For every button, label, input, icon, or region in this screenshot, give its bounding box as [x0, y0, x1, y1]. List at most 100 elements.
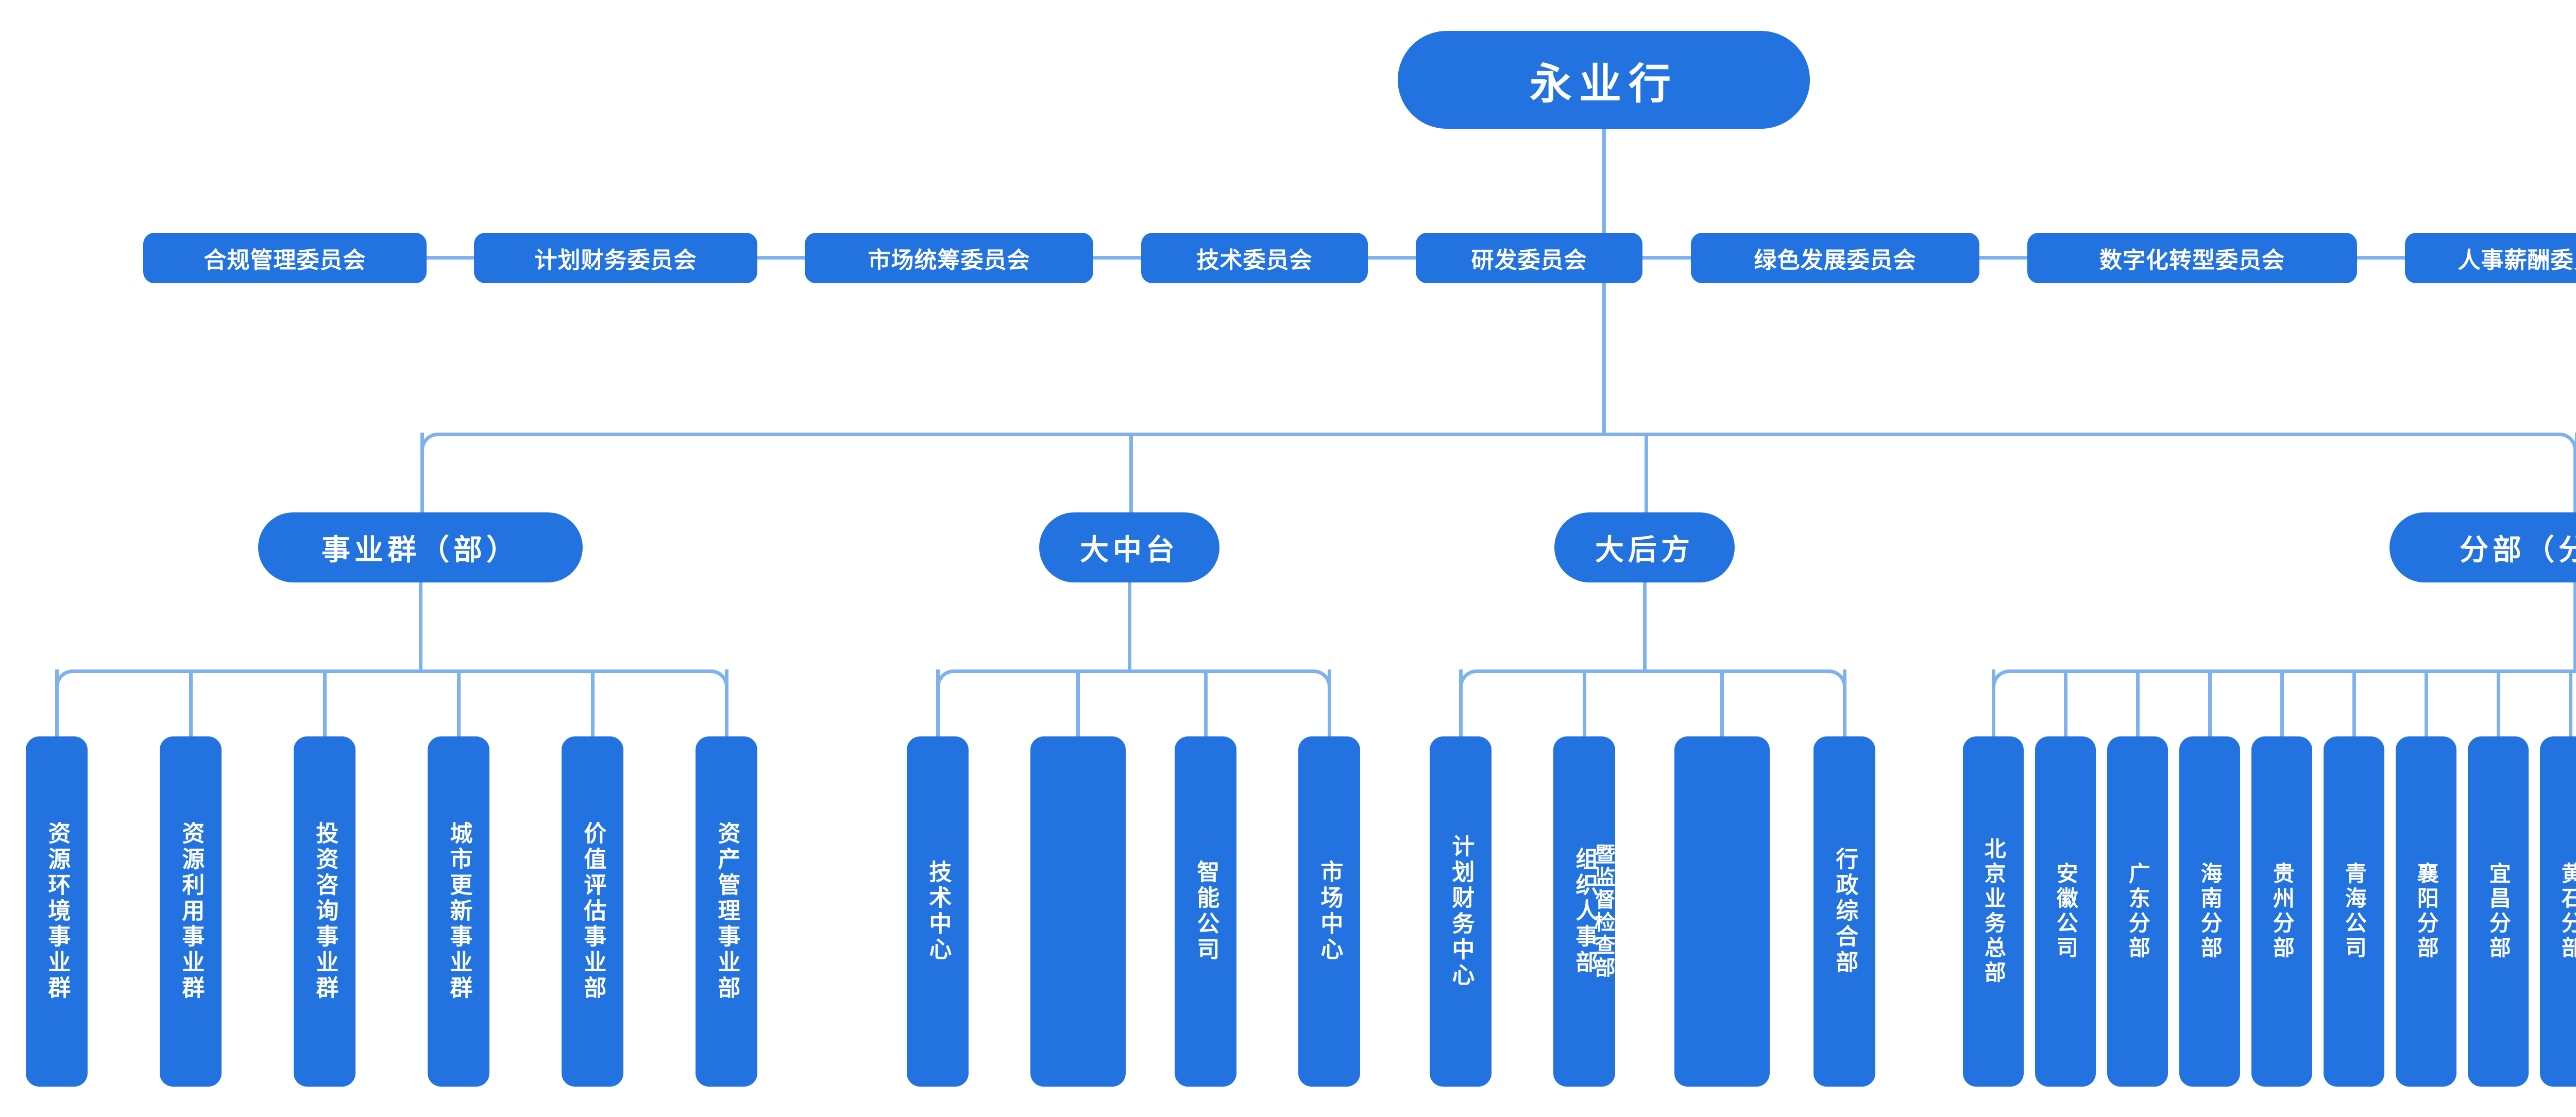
committee-node-3[interactable]: 市场统筹委员会 — [805, 233, 1093, 283]
connector-leaf-stub-2-2 — [1076, 669, 1080, 736]
leaf-label-col-right-3-3: 暨监督检查部 — [1591, 844, 1615, 979]
leaf-node-2-2[interactable]: （碳中和研究中心）研究院 — [969, 736, 1126, 1087]
leaf-bracket-group-4 — [1991, 669, 2576, 736]
connector-leaf-stub-3-1 — [1459, 669, 1463, 736]
leaf-node-1-1[interactable]: 资源环境事业群 — [26, 736, 88, 1087]
committee-node-1[interactable]: 合规管理委员会 — [143, 233, 427, 283]
connector-leaf-stub-3-2 — [1582, 669, 1586, 736]
committee-node-6[interactable]: 绿色发展委员会 — [1691, 233, 1979, 283]
leaf-node-4-5[interactable]: 贵州分部 — [2251, 736, 2312, 1087]
leaf-node-4-4[interactable]: 海南分部 — [2179, 736, 2240, 1087]
leaf-node-2-4[interactable]: 市场中心 — [1298, 736, 1360, 1087]
group-stub-3 — [1645, 433, 1648, 515]
leaf-label-1-3: 投资咨询事业群 — [312, 821, 338, 1002]
leaf-bracket-group-3 — [1459, 669, 1846, 736]
leaf-label-2-3: 智能公司 — [1193, 860, 1219, 963]
group-node-4[interactable]: 分部（分公司） — [2389, 512, 2576, 582]
leaf-node-1-2[interactable]: 资源利用事业群 — [160, 736, 222, 1087]
connector-leaf-stub-2-1 — [936, 669, 940, 736]
leaf-node-3-1[interactable]: 计划财务中心 — [1430, 736, 1492, 1087]
leaf-node-4-8[interactable]: 宜昌分部 — [2468, 736, 2529, 1087]
connector-leaf-stub-1-2 — [189, 669, 193, 736]
connector-root-to-committee — [1602, 129, 1606, 233]
leaf-node-4-1[interactable]: 北京业务总部 — [1963, 736, 2024, 1087]
connector-leaf-stub-4-6 — [2352, 669, 2356, 736]
leaf-label-1-4: 城市更新事业群 — [446, 821, 472, 1002]
connector-committee-link-2 — [757, 256, 805, 260]
connector-committee-to-groups — [1602, 283, 1606, 433]
leaf-node-4-9[interactable]: 黄石分部 — [2540, 736, 2576, 1087]
connector-leaf-stub-4-3 — [2136, 669, 2140, 736]
leaf-node-3-2[interactable]: 组织人事部 — [1553, 736, 1615, 1087]
connector-leaf-stub-1-5 — [590, 669, 595, 736]
connector-committee-link-1 — [427, 256, 474, 260]
leaf-node-1-3[interactable]: 投资咨询事业群 — [294, 736, 355, 1087]
connector-leaf-stub-4-7 — [2424, 669, 2428, 736]
connector-leaf-stub-3-4 — [1842, 669, 1846, 736]
leaf-node-4-2[interactable]: 安徽公司 — [2035, 736, 2096, 1087]
connector-leaf-stub-2-4 — [1327, 669, 1331, 736]
connector-group-3-drop — [1642, 582, 1647, 673]
leaf-label-4-5: 贵州分部 — [2269, 862, 2295, 961]
connector-leaf-stub-1-1 — [55, 669, 59, 736]
group-node-1[interactable]: 事业群（部） — [258, 512, 583, 582]
connector-leaf-stub-3-3 — [1720, 669, 1724, 736]
leaf-label-4-9: 黄石分部 — [2558, 862, 2576, 961]
leaf-label-4-2: 安徽公司 — [2053, 862, 2079, 961]
leaf-node-4-3[interactable]: 广东分部 — [2107, 736, 2168, 1087]
leaf-label-4-8: 宜昌分部 — [2486, 862, 2512, 961]
leaf-label-1-2: 资源利用事业群 — [178, 821, 205, 1002]
leaf-label-1-5: 价值评估事业部 — [580, 821, 606, 1002]
leaf-node-3-4[interactable]: 行政综合部 — [1814, 736, 1875, 1087]
connector-group-1-drop — [418, 582, 422, 673]
leaf-node-4-7[interactable]: 襄阳分部 — [2396, 736, 2456, 1087]
connector-committee-link-6 — [1979, 256, 2027, 260]
group-stub-4 — [2575, 433, 2576, 515]
connector-leaf-stub-1-6 — [724, 669, 728, 736]
leaf-label-col-left-2-2: 研究院 — [993, 878, 1017, 946]
committee-node-5[interactable]: 研发委员会 — [1416, 233, 1642, 283]
group-bracket — [420, 433, 2576, 515]
connector-leaf-stub-4-5 — [2280, 669, 2284, 736]
committee-node-7[interactable]: 数字化转型委员会 — [2027, 233, 2357, 283]
connector-leaf-stub-1-3 — [323, 669, 327, 736]
leaf-node-3-3[interactable]: 暨监督检查部董事会办公室 — [1591, 736, 1770, 1087]
leaf-label-1-1: 资源环境事业群 — [44, 821, 71, 1002]
root-node-yongyehang[interactable]: 永业行 — [1398, 31, 1810, 129]
connector-leaf-stub-1-4 — [456, 669, 461, 736]
connector-committee-link-5 — [1642, 256, 1691, 260]
leaf-node-1-6[interactable]: 资产管理事业部 — [696, 736, 757, 1087]
connector-group-2-drop — [1127, 582, 1131, 673]
leaf-label-3-1: 计划财务中心 — [1448, 834, 1475, 989]
connector-group-4-drop — [2573, 582, 2576, 673]
connector-leaf-stub-4-9 — [2568, 669, 2572, 736]
leaf-label-1-6: 资产管理事业部 — [714, 821, 740, 1002]
committee-node-2[interactable]: 计划财务委员会 — [474, 233, 757, 283]
connector-committee-link-3 — [1093, 256, 1141, 260]
committee-node-8[interactable]: 人事薪酬委员会 — [2405, 233, 2576, 283]
leaf-node-1-4[interactable]: 城市更新事业群 — [428, 736, 489, 1087]
leaf-label-3-4: 行政综合部 — [1832, 847, 1858, 976]
leaf-node-2-3[interactable]: 智能公司 — [1175, 736, 1236, 1087]
connector-leaf-stub-4-4 — [2208, 669, 2212, 736]
leaf-label-col-left-3-3: 董事会办公室 — [1616, 844, 1640, 979]
leaf-label-4-7: 襄阳分部 — [2414, 862, 2439, 961]
connector-leaf-stub-4-8 — [2496, 669, 2500, 736]
leaf-label-4-1: 北京业务总部 — [1981, 837, 2007, 986]
leaf-label-4-3: 广东分部 — [2125, 862, 2151, 961]
group-node-2[interactable]: 大中台 — [1039, 512, 1219, 582]
group-stub-1 — [420, 433, 424, 515]
leaf-label-4-6: 青海公司 — [2342, 862, 2367, 961]
group-node-3[interactable]: 大后方 — [1554, 512, 1735, 582]
leaf-label-col-right-2-2: （碳中和研究中心） — [969, 810, 993, 1013]
leaf-bracket-group-2 — [936, 669, 1331, 736]
leaf-node-4-6[interactable]: 青海公司 — [2324, 736, 2384, 1087]
connector-leaf-stub-4-2 — [2063, 669, 2067, 736]
leaf-node-2-1[interactable]: 技术中心 — [907, 736, 969, 1087]
leaf-label-4-4: 海南分部 — [2197, 862, 2223, 961]
connector-committee-link-7 — [2357, 256, 2405, 260]
leaf-node-1-5[interactable]: 价值评估事业部 — [562, 736, 623, 1087]
committee-node-4[interactable]: 技术委员会 — [1141, 233, 1368, 283]
leaf-bracket-group-1 — [55, 669, 728, 736]
